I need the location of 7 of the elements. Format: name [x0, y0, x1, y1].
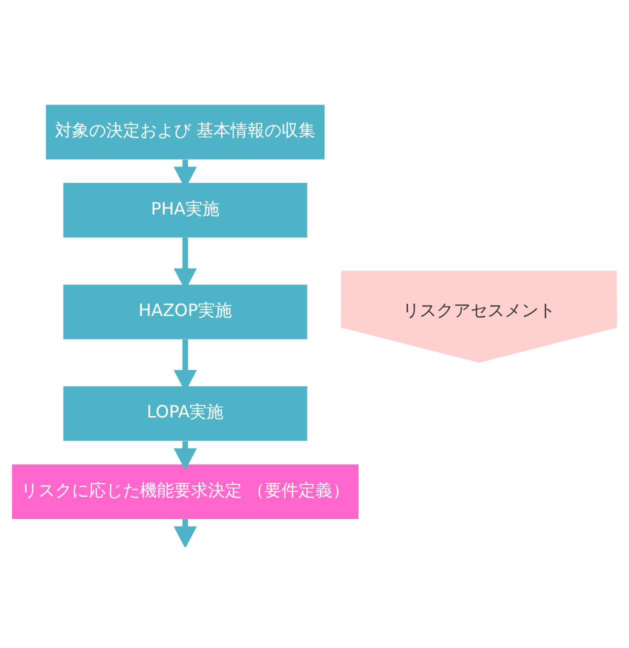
node-box: HAZOP実施	[63, 284, 308, 340]
arrow	[174, 519, 197, 547]
node-box: LOPA実施	[63, 386, 308, 441]
node-box: リスクに応じた機能要求決定 （要件定義）	[12, 464, 358, 520]
node-box: PHA実施	[63, 182, 308, 238]
arrow	[174, 441, 197, 470]
node-box: 対象の決定および 基本情報の収集	[46, 104, 325, 160]
